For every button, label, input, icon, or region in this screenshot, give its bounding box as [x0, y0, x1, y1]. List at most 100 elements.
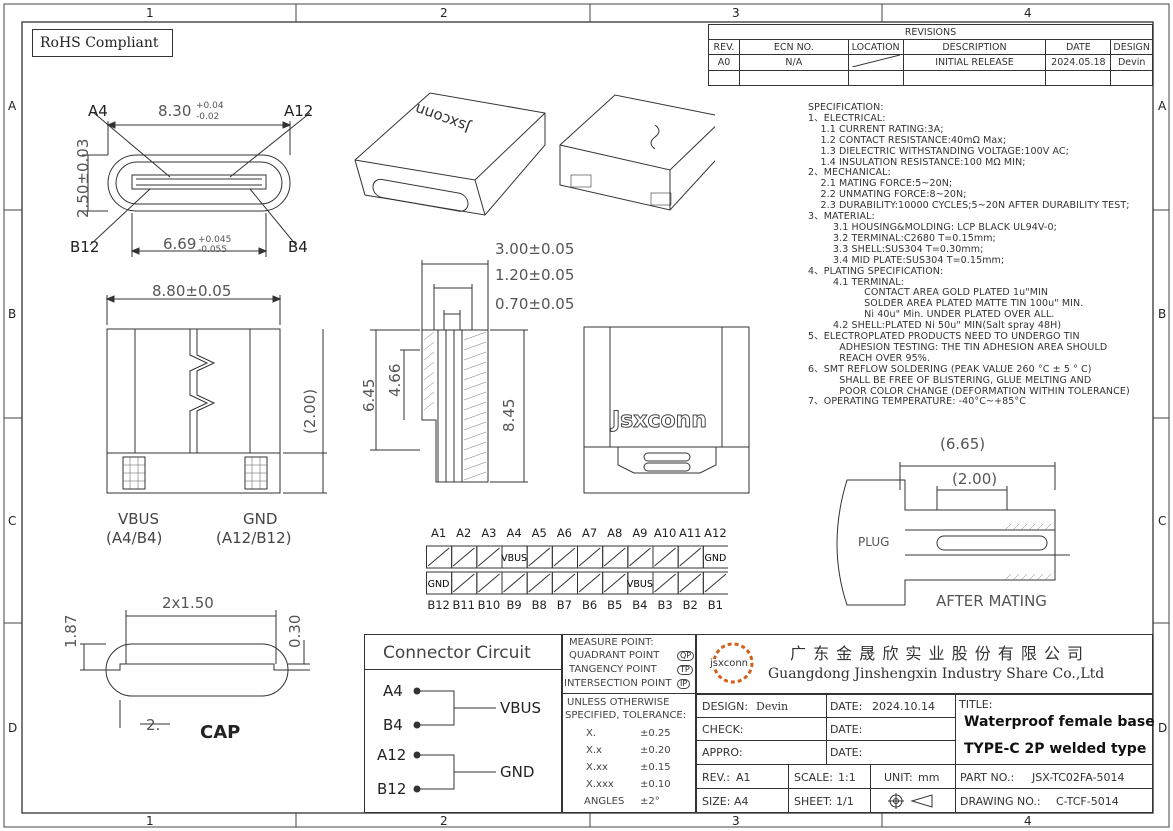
spec-line: 2、MECHANICAL:	[808, 167, 891, 179]
frame-row-a-left: A	[8, 99, 17, 113]
pin-label: B12	[427, 598, 450, 612]
section-dim-d2: 1.20±0.05	[495, 266, 575, 284]
frame-col-2-top: 2	[440, 6, 448, 20]
front-width-tol-plus: +0.04	[196, 101, 224, 111]
tolerance-value: ±2°	[640, 796, 660, 807]
pin-cell-slash	[679, 547, 702, 567]
mating-dim-d1: (6.65)	[940, 435, 986, 453]
spec-line: 4.1 TERMINAL:	[808, 276, 904, 288]
pin-label: A10	[653, 526, 677, 540]
pin-label: A2	[456, 526, 472, 540]
revisions-table: REVISIONS REV. ECN NO. LOCATION DESCRIPT…	[708, 24, 1153, 86]
pin-label: B3	[657, 598, 673, 612]
tolerance-key: X.x	[586, 745, 602, 756]
spec-line: 3.3 SHELL:SUS304 T=0.30mm;	[808, 243, 984, 255]
rev-header-description: DESCRIPTION	[902, 39, 1047, 55]
appro-date-label: DATE:	[830, 746, 863, 759]
title-label: TITLE:	[959, 698, 993, 711]
check-date-label: DATE:	[830, 723, 863, 736]
scale-value: 1:1	[838, 771, 856, 784]
back-brand-mark: Jsxconn	[612, 408, 708, 433]
spec-line: ADHESION TESTING: THE TIN ADHESION AREA …	[808, 341, 1108, 353]
pin-label: A3	[481, 526, 497, 540]
iso-views-drawing	[354, 92, 715, 216]
pin-cell-slash	[553, 573, 576, 593]
after-mating-drawing	[836, 462, 1070, 606]
badge-tp: TP	[677, 665, 693, 675]
pin-label: B9	[506, 598, 522, 612]
cap-width-dim: 2x1.50	[162, 594, 214, 612]
pin-cell-label: VBUS	[501, 553, 527, 564]
pin-label: B5	[607, 598, 623, 612]
tolerance-box	[562, 634, 696, 813]
pad-label-gnd: GND	[243, 510, 278, 528]
pin-label: B7	[556, 598, 573, 612]
tolerance-key: X.xx	[586, 762, 608, 773]
measure-line-4: INTERSECTION POINT	[564, 678, 672, 689]
pad-label-vbus: VBUS	[118, 510, 160, 528]
side-view-drawing	[105, 295, 327, 494]
frame-col-1-top: 1	[146, 6, 154, 20]
part-label: PART NO.:	[960, 771, 1015, 784]
front-label-a4: A4	[88, 102, 108, 120]
measure-line-1: MEASURE POINT:	[569, 637, 654, 648]
unit-label: UNIT:	[884, 771, 913, 784]
pad-label-vbus-pins: (A4/B4)	[106, 529, 163, 547]
side-height-dim: (2.00)	[301, 388, 319, 434]
pin-cell-slash	[578, 573, 601, 593]
pin-cell-label: VBUS	[627, 579, 653, 590]
specification-text: SPECIFICATION:1、ELECTRICAL: 1.1 CURRENT …	[808, 102, 1130, 408]
frame-col-3-bottom: 3	[732, 814, 740, 828]
front-width-tol-minus: -0.02	[196, 112, 220, 122]
pin-label: A6	[556, 526, 572, 540]
drawing-label: DRAWING NO.:	[960, 795, 1041, 808]
frame-col-4-top: 4	[1024, 6, 1032, 20]
cap-label: CAP	[200, 722, 241, 743]
pin-cell-slash	[427, 547, 450, 567]
tolerance-value: ±0.25	[640, 728, 671, 739]
frame-row-c-right: C	[1158, 514, 1167, 528]
spec-line: 1.4 INSULATION RESISTANCE:100 MΩ MIN;	[808, 156, 1026, 168]
rev-header-date: DATE	[1045, 39, 1112, 55]
pin-cell-slash	[452, 547, 475, 567]
appro-label: APPRO:	[702, 746, 743, 759]
inner-width-dim: 6.69	[163, 235, 197, 253]
tolerance-key: X.	[586, 728, 597, 739]
pin-cell-slash	[679, 573, 702, 593]
table-row: A0 N/A INITIAL RELEASE 2024.05.18 Devin	[708, 54, 1153, 71]
spec-line: SOLDER AREA PLATED MATTE TIN 100u" MIN.	[808, 298, 1084, 310]
pin-cell-slash	[654, 547, 676, 567]
design-date-value: 2024.10.14	[872, 700, 935, 713]
spec-line: Ni 40u" Min. UNDER PLATED OVER ALL.	[808, 309, 1055, 321]
circuit-label-gnd: GND	[500, 763, 535, 781]
pin-label: B11	[452, 598, 475, 612]
spec-line: 5、ELECTROPLATED PRODUCTS NEED TO UNDERGO…	[808, 331, 1080, 343]
pin-cell	[702, 545, 728, 569]
company-logo-text: jsxconn	[710, 658, 749, 669]
pin-cell-slash	[553, 547, 576, 567]
pin-label: A1	[430, 526, 447, 540]
pin-label: A4	[506, 526, 522, 540]
frame-col-2-bottom: 2	[440, 814, 448, 828]
design-label: DESIGN:	[702, 700, 749, 713]
spec-line: 2.2 UNMATING FORCE:8~20N;	[808, 189, 967, 201]
rev-label: REV.:	[702, 771, 730, 784]
pin-cell-slash	[603, 547, 626, 567]
spec-line: CONTACT AREA GOLD PLATED 1u"MIN	[808, 287, 1049, 299]
part-value: JSX-TC02FA-5014	[1032, 771, 1125, 784]
spec-line: SHALL BE FREE OF BLISTERING, GLUE MELTIN…	[808, 374, 1092, 386]
size-label: SIZE:	[702, 795, 731, 808]
company-name-en: Guangdong Jinshengxin Industry Share Co.…	[768, 666, 1105, 682]
frame-row-c-left: C	[8, 514, 17, 528]
front-height-dim: 2.50±0.03	[74, 138, 92, 218]
pin-label: A7	[581, 526, 598, 540]
section-dim-d3: 0.70±0.05	[495, 295, 575, 313]
badge-ip: IP	[677, 679, 691, 689]
frame-col-3-top: 3	[732, 6, 740, 20]
size-value: A4	[734, 795, 749, 808]
inner-width-tol-minus: -0.055	[198, 245, 228, 255]
pin-cell	[702, 571, 728, 595]
design-date-label: DATE:	[830, 700, 863, 713]
company-box	[696, 634, 1153, 694]
